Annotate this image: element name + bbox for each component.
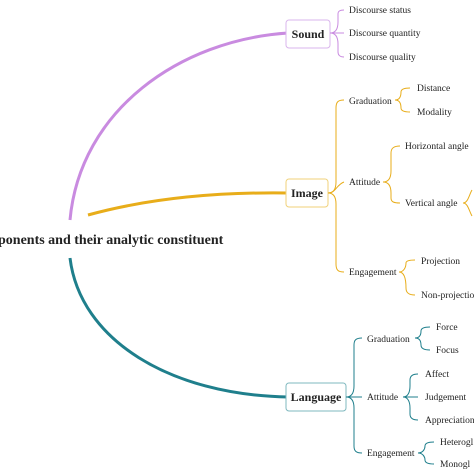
language-engagement: Engagement xyxy=(367,449,415,459)
language-node[interactable]: Language xyxy=(285,382,347,412)
language-attitude: Attitude xyxy=(367,393,398,403)
image-attitude-item: Vertical angle xyxy=(405,199,458,209)
sound-branch xyxy=(68,31,289,221)
image-engagement-item: Projection xyxy=(421,257,460,267)
center-topic: ponents and their analytic constituent xyxy=(0,233,224,248)
image-engagement: Engagement xyxy=(349,268,397,278)
sound-node[interactable]: Sound xyxy=(285,19,331,49)
image-branch xyxy=(87,191,289,217)
image-label: Image xyxy=(291,186,324,200)
language-branch xyxy=(68,257,289,399)
language-label: Language xyxy=(291,390,342,404)
language-engagement-item: Monogl xyxy=(440,460,470,470)
image-graduation-item: Modality xyxy=(417,108,452,118)
language-attitude-item: Affect xyxy=(425,369,449,380)
image-attitude: Attitude xyxy=(349,178,380,188)
image-graduation: Graduation xyxy=(349,97,392,107)
sound-item: Discourse quality xyxy=(349,53,416,63)
language-graduation-item: Force xyxy=(436,323,458,333)
language-graduation: Graduation xyxy=(367,335,410,345)
language-engagement-item: Heterogl xyxy=(440,438,474,448)
language-graduation-item: Focus xyxy=(436,346,459,356)
language-attitude-item: Judgement xyxy=(425,393,467,403)
image-node[interactable]: Image xyxy=(285,178,329,208)
image-attitude-item: Horizontal angle xyxy=(405,142,469,152)
sound-item: Discourse status xyxy=(349,6,411,16)
image-engagement-item: Non-projectio xyxy=(421,291,474,301)
sound-item: Discourse quantity xyxy=(349,29,421,39)
language-attitude-item: Appreciation xyxy=(425,416,474,426)
image-graduation-item: Distance xyxy=(417,84,450,94)
sound-label: Sound xyxy=(292,27,325,41)
